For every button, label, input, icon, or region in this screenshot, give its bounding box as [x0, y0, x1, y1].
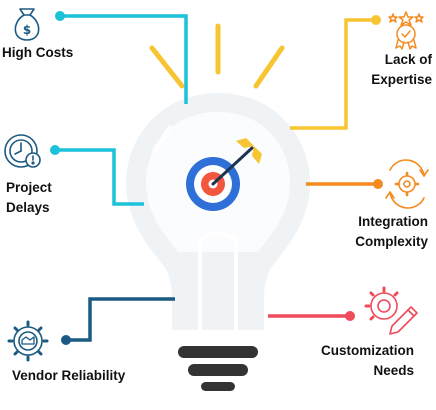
- clock-alert-icon: [4, 134, 41, 168]
- connector-lack-of-expertise: [290, 15, 381, 130]
- label-integration-complexity-line-2: Complexity: [355, 234, 428, 249]
- bulb-base-ring-1: [178, 346, 258, 358]
- label-customization-needs-line-1: Customization: [321, 343, 414, 358]
- light-rays: [149, 23, 285, 89]
- ray-left: [149, 45, 185, 89]
- light-bulb: [126, 93, 310, 391]
- connector-vendor-reliability: [61, 297, 175, 345]
- bulb-filament-top: [198, 231, 238, 242]
- label-customization-needs-line-2: Needs: [373, 363, 414, 378]
- connector-integration-complexity: [306, 179, 383, 189]
- svg-text:$: $: [23, 23, 31, 37]
- gear-cycle-icon: [385, 159, 429, 209]
- gear-handshake-icon: [7, 320, 49, 362]
- label-integration-complexity-line-1: Integration: [358, 214, 428, 229]
- money-bag-icon: $: [14, 8, 40, 41]
- label-lack-of-expertise-line-2: Expertise: [371, 72, 432, 87]
- label-high-costs: High Costs: [2, 43, 73, 63]
- label-high-costs-line-1: High Costs: [2, 45, 74, 60]
- label-lack-of-expertise: Lack of Expertise: [371, 50, 432, 90]
- label-project-delays: Project Delays: [6, 178, 52, 218]
- gear-pencil-icon: [364, 286, 418, 335]
- bulb-base-ring-2: [188, 364, 248, 376]
- label-project-delays-line-1: Project: [6, 180, 52, 195]
- connector-customization-needs: [268, 311, 355, 321]
- label-project-delays-line-2: Delays: [6, 200, 50, 215]
- connectors: [50, 11, 383, 345]
- label-vendor-reliability: Vendor Reliability: [12, 366, 125, 386]
- target-arrow-icon: [186, 138, 262, 211]
- connector-project-delays: [50, 145, 144, 206]
- label-lack-of-expertise-line-1: Lack of: [384, 52, 432, 67]
- label-vendor-reliability-line-1: Vendor Reliability: [12, 368, 126, 383]
- bulb-highlight: [152, 125, 173, 153]
- label-integration-complexity: Integration Complexity: [355, 212, 428, 252]
- ray-right: [253, 45, 285, 89]
- bulb-base-tip: [201, 382, 235, 391]
- label-customization-needs: Customization Needs: [321, 341, 414, 381]
- connector-high-costs: [55, 11, 188, 104]
- award-badge-icon: [388, 11, 424, 50]
